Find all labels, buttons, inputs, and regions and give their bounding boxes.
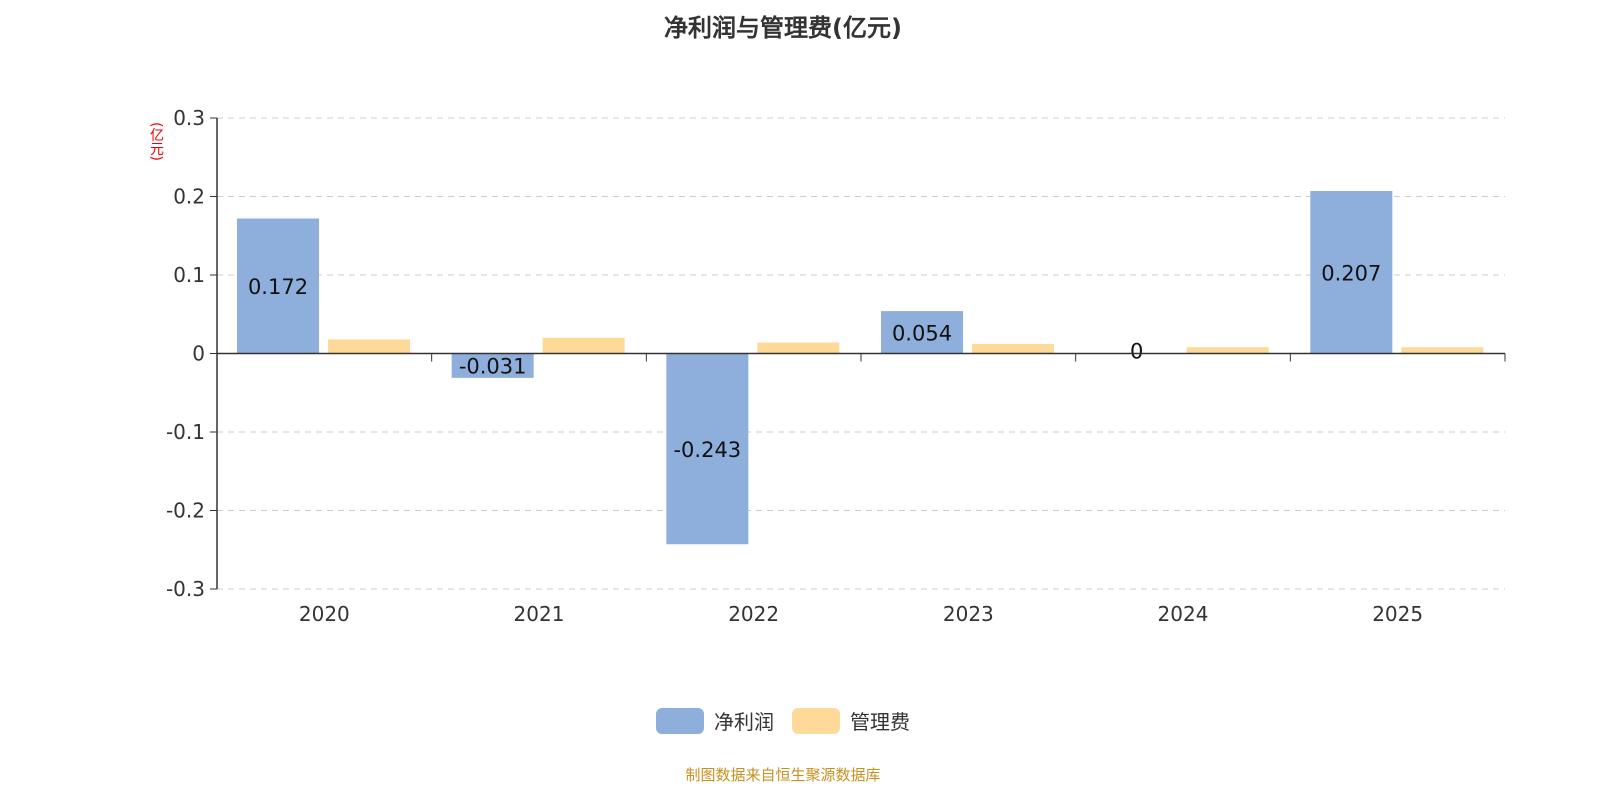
bar-net-profit <box>237 218 319 354</box>
y-tick-label: -0.2 <box>166 499 205 523</box>
data-label: -0.031 <box>459 355 527 379</box>
bar-admin-expense <box>972 344 1054 354</box>
bar-admin-expense <box>757 342 840 354</box>
y-tick-label: -0.1 <box>166 420 205 444</box>
data-label: 0.172 <box>248 275 308 299</box>
data-label: 0.207 <box>1321 261 1381 285</box>
y-tick-label: 0.2 <box>173 185 205 209</box>
data-label: -0.243 <box>673 438 741 462</box>
bar-net-profit <box>881 311 963 354</box>
bar-net-profit <box>451 353 534 378</box>
legend-item-net-profit[interactable]: 净利润 <box>656 706 774 735</box>
bar-admin-expense <box>542 337 625 354</box>
x-tick-label: 2022 <box>728 602 779 626</box>
bar-net-profit <box>666 353 749 545</box>
legend-swatch <box>792 707 840 734</box>
bar-admin-expense <box>1401 347 1484 354</box>
bar-net-profit <box>1310 191 1393 354</box>
y-axis-unit-label: (亿元) <box>148 122 164 161</box>
y-tick-label: 0 <box>192 342 205 366</box>
x-tick-label: 2020 <box>299 602 350 626</box>
x-tick-label: 2025 <box>1372 602 1423 626</box>
data-label: 0.054 <box>892 321 952 345</box>
data-source-footer: 制图数据来自恒生聚源数据库 <box>685 766 881 784</box>
x-tick-label: 2023 <box>943 602 994 626</box>
bar-admin-expense <box>328 339 410 354</box>
legend-swatch <box>656 707 704 734</box>
data-label: 0 <box>1130 340 1143 364</box>
bar-admin-expense <box>1186 347 1269 354</box>
chart-title: 净利润与管理费(亿元) <box>664 14 902 42</box>
legend-item-admin-expense[interactable]: 管理费 <box>792 706 910 735</box>
y-tick-label: 0.1 <box>173 263 205 287</box>
x-tick-label: 2021 <box>514 602 565 626</box>
y-tick-label: -0.3 <box>166 577 205 601</box>
legend-label: 管理费 <box>850 710 910 734</box>
legend-label: 净利润 <box>714 710 774 734</box>
x-tick-label: 2024 <box>1158 602 1209 626</box>
y-tick-label: 0.3 <box>173 106 205 130</box>
legend: 净利润 管理费 <box>0 706 1566 735</box>
